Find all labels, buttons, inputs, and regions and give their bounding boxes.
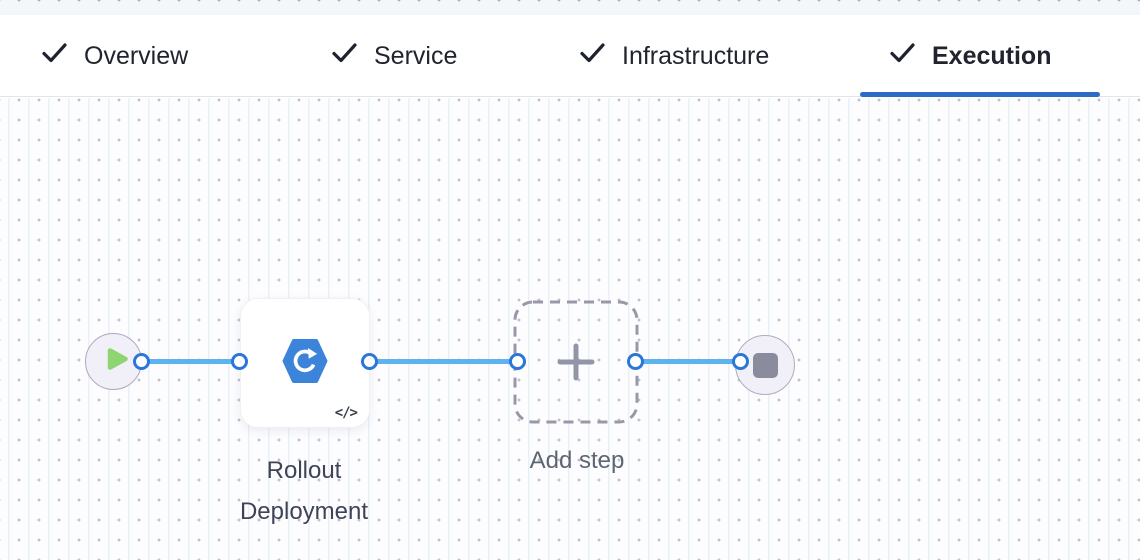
tab-label: Overview <box>84 41 189 70</box>
step-label-add-step: Add step <box>529 447 625 474</box>
edge-addstep-to-end <box>636 359 741 364</box>
stage-config-tabs: Overview Service Infrastructure Executio… <box>0 15 1140 97</box>
pipeline-start-node[interactable] <box>85 333 142 390</box>
edge-start-to-rollout <box>141 359 240 364</box>
stop-icon <box>752 352 778 378</box>
edge-rollout-to-addstep <box>370 359 517 364</box>
pipeline-canvas[interactable]: </> Rollout Deployment Add step <box>0 98 1140 560</box>
tab-label: Service <box>374 41 458 70</box>
k8s-rollout-icon <box>282 338 328 389</box>
check-icon <box>40 38 69 74</box>
check-icon <box>330 38 359 74</box>
connector-port-start-out[interactable] <box>133 353 150 370</box>
tab-service[interactable]: Service <box>330 15 457 97</box>
step-rollout-deployment[interactable]: </> <box>240 298 370 428</box>
connector-port-rollout-out[interactable] <box>361 353 378 370</box>
tab-overview[interactable]: Overview <box>40 15 188 97</box>
check-icon <box>578 38 607 74</box>
code-view-badge[interactable]: </> <box>334 405 358 421</box>
connector-port-end-in[interactable] <box>732 353 749 370</box>
canvas-top-strip <box>0 0 1140 15</box>
connector-port-addstep-out[interactable] <box>627 353 644 370</box>
tab-infrastructure[interactable]: Infrastructure <box>578 15 769 97</box>
active-tab-indicator <box>860 92 1100 97</box>
tab-label: Infrastructure <box>622 41 770 70</box>
add-step-button[interactable] <box>513 300 639 424</box>
play-icon <box>99 346 129 377</box>
tab-execution-active[interactable]: Execution <box>888 15 1051 97</box>
step-label-rollout-deployment: Rollout Deployment <box>239 457 369 525</box>
connector-port-addstep-in[interactable] <box>509 353 526 370</box>
check-icon <box>888 38 917 74</box>
plus-icon <box>513 300 639 424</box>
connector-port-rollout-in[interactable] <box>231 353 248 370</box>
tab-label: Execution <box>932 41 1052 70</box>
